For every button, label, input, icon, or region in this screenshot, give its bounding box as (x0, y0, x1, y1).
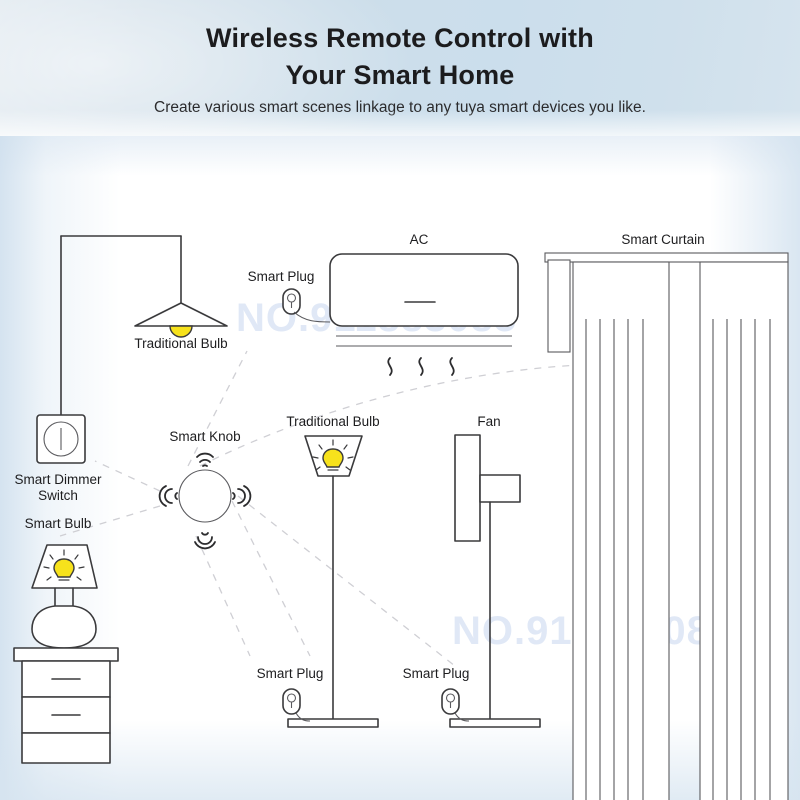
fan[interactable]: Fan (449, 414, 541, 728)
smart-plug-ac[interactable]: Smart Plug (248, 269, 331, 323)
linkage-lines (59, 350, 611, 667)
label-smart-curtain: Smart Curtain (621, 232, 704, 247)
pendant-bulb (169, 325, 193, 338)
label-smart-plug-ac: Smart Plug (248, 269, 315, 284)
curtain-motor[interactable] (547, 259, 571, 353)
label-ac: AC (410, 232, 429, 247)
link-knob-to-fan-plug (237, 495, 456, 667)
air-conditioner[interactable]: AC (329, 232, 519, 376)
smart-knob[interactable]: Smart Knob (158, 429, 252, 550)
label-smart-bulb: Smart Bulb (25, 516, 92, 531)
label-fan: Fan (477, 414, 500, 429)
link-knob-to-dimmer (94, 460, 161, 492)
plug-cord-lamp (295, 712, 311, 722)
link-knob-down (195, 535, 251, 657)
traditional-bulb-floor-lamp[interactable]: Traditional Bulb (286, 414, 380, 728)
smart-plug-floor-lamp[interactable]: Smart Plug (257, 666, 324, 722)
smart-dimmer-switch[interactable]: Smart Dimmer Switch (15, 414, 103, 503)
pendant-light-group: Traditional Bulb (60, 235, 228, 416)
fan-motor (479, 474, 521, 503)
knob-signal-top-icon (196, 452, 214, 467)
label-traditional-bulb-pendant: Traditional Bulb (134, 336, 227, 351)
knob-signal-bottom-icon (194, 532, 216, 550)
smart-home-diagram: Traditional Bulb Smart Dimmer Switch Sma… (13, 232, 789, 800)
nightstand-drawer-2[interactable] (21, 696, 111, 734)
link-knob-to-floor-lamp-plug (231, 500, 311, 657)
smart-plug-fan[interactable]: Smart Plug (403, 666, 470, 722)
label-smart-plug-lamp: Smart Plug (257, 666, 324, 681)
nightstand-top (13, 647, 119, 662)
link-knob-to-smart-bulb (59, 505, 161, 537)
pendant-shade (134, 302, 228, 327)
diagram-canvas: NO.911883085 NO.911883085 (0, 136, 800, 800)
floor-lamp-bulb-icon (312, 439, 354, 471)
link-knob-to-ac (199, 363, 611, 467)
link-knob-to-pendant-bulb (187, 350, 248, 467)
smart-curtain[interactable]: Smart Curtain (544, 232, 789, 800)
page-subtitle: Create various smart scenes linkage to a… (154, 99, 646, 116)
knob-signal-left-icon (158, 485, 178, 507)
label-smart-knob: Smart Knob (169, 429, 240, 444)
knob-signal-right-icon (232, 485, 252, 507)
fan-head[interactable] (454, 434, 481, 542)
ac-airflow-icon (387, 357, 455, 376)
header-banner: Wireless Remote Control with Your Smart … (0, 0, 800, 136)
smart-bulb-icon (43, 549, 85, 581)
fan-base (449, 718, 541, 728)
curtain-panel-left[interactable] (572, 261, 670, 800)
plug-cord-fan (454, 712, 470, 722)
nightstand-drawer-3[interactable] (21, 732, 111, 764)
label-smart-dimmer-switch-2: Switch (38, 488, 78, 503)
ac-body[interactable] (329, 253, 519, 327)
label-smart-plug-fan: Smart Plug (403, 666, 470, 681)
curtain-rail (544, 252, 789, 263)
dimmer-knob-circle[interactable] (43, 421, 79, 457)
knob-dial[interactable] (178, 469, 232, 523)
smart-bulb-lamp-group[interactable]: Smart Bulb (13, 516, 119, 764)
plug-cord-ac (293, 311, 331, 323)
page-title-line-1: Wireless Remote Control with (206, 23, 594, 53)
label-traditional-bulb-floor: Traditional Bulb (286, 414, 379, 429)
floor-lamp-base (287, 718, 379, 728)
page-title-line-2: Your Smart Home (285, 60, 515, 90)
label-smart-dimmer-switch-1: Smart Dimmer (15, 472, 103, 487)
curtain-panel-right[interactable] (699, 261, 789, 800)
lamp-base (31, 605, 97, 649)
